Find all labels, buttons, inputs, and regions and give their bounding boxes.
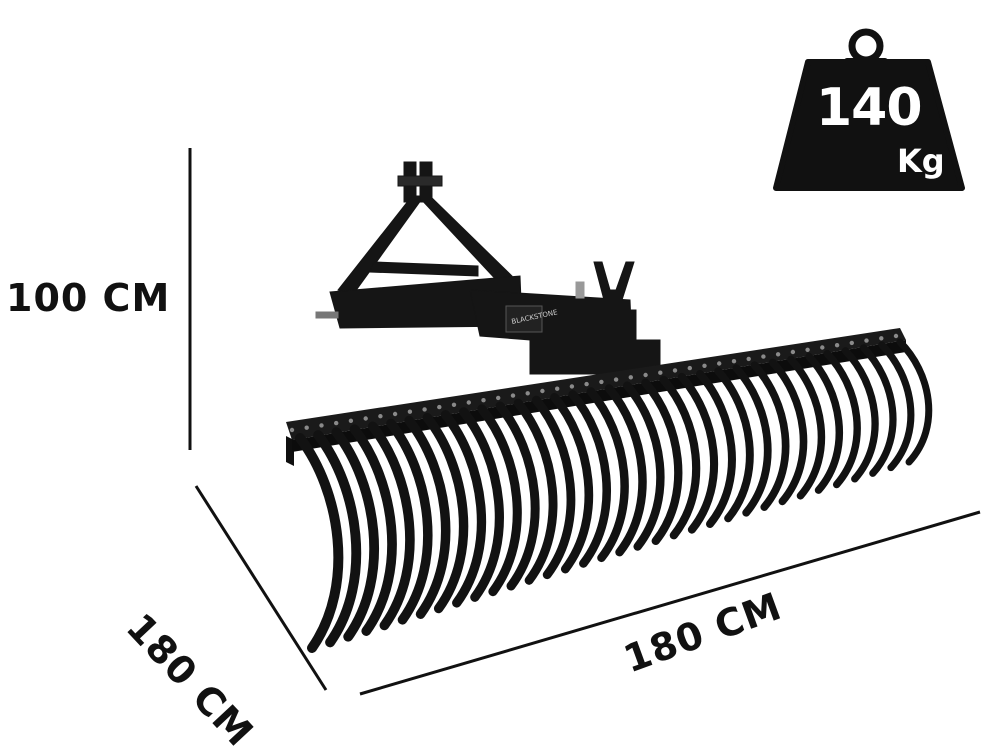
rake-tine (586, 387, 629, 563)
rake-tine (768, 358, 808, 506)
toolbar-bolt (746, 356, 751, 362)
toolbar-bolt (466, 400, 471, 405)
rake-tine (495, 401, 540, 591)
toolbar-bolt (422, 407, 427, 412)
toolbar-bolt (334, 420, 339, 426)
toolbar-bolt (407, 409, 413, 414)
rake-tine (823, 349, 861, 489)
toolbar-bolt (687, 365, 692, 371)
rake-tines (295, 338, 933, 653)
hitch-frame (315, 161, 661, 375)
weight-icon (773, 28, 965, 191)
toolbar-bolt (392, 411, 398, 417)
toolbar-bolt (893, 333, 899, 339)
toolbar-bolt (540, 388, 545, 394)
toolbar-bolt (879, 336, 884, 341)
rake-tine (349, 424, 397, 636)
rake-tine (386, 418, 433, 625)
rake-tine (860, 344, 897, 477)
depth-dimension-line (194, 485, 328, 691)
toolbar-bolt (864, 338, 869, 343)
rake-tine (677, 372, 719, 534)
toolbar-bolt (319, 423, 324, 428)
toolbar-bolt (761, 354, 766, 359)
toolbar-bolt (775, 352, 781, 357)
toolbar-bolt (481, 398, 486, 403)
toolbar-bolt (584, 381, 589, 387)
toolbar-bolt (672, 368, 678, 373)
toolbar-bolt (510, 393, 516, 398)
rake-tine (531, 395, 576, 580)
toolbar-bolt (363, 416, 368, 421)
rake-tine (623, 381, 665, 551)
rake-tine (641, 378, 683, 546)
rake-tine (714, 367, 754, 523)
toolbar-bolt (569, 384, 575, 389)
rake-tine (659, 375, 701, 540)
rake-tine (696, 370, 736, 528)
rake-tine (878, 341, 915, 472)
rake-tine (550, 392, 594, 574)
rake-tine (367, 421, 415, 631)
toolbar-bolt (790, 349, 796, 355)
toolbar-bolt (289, 427, 295, 433)
rake-tine (841, 347, 879, 483)
toolbar-bolt (451, 402, 457, 407)
rake-tine (896, 338, 933, 466)
height-dimension-label: 100 CM (6, 276, 171, 320)
rake-tine (568, 390, 611, 568)
rake-tine (331, 427, 379, 642)
toolbar-bolt (643, 372, 648, 378)
toolbar-bolt (599, 379, 604, 385)
toolbar-bolt (820, 345, 825, 350)
toolbar-bolts (289, 333, 899, 433)
toolbar-bolt (348, 418, 354, 423)
rake-tine (477, 404, 522, 597)
toolbar-bolt (378, 414, 383, 419)
rake-tine (313, 430, 362, 648)
rake-tine (732, 364, 772, 517)
toolbar-bolt (496, 395, 501, 401)
width-dimension-line (359, 510, 981, 696)
toolbar-bolt (304, 425, 309, 430)
rake-tine (404, 415, 451, 619)
weight-value: 140 (816, 78, 923, 138)
rake-tine (295, 433, 344, 653)
toolbar-bolt (731, 359, 737, 364)
toolbar-bolt (702, 363, 707, 368)
toolbar-bolt (717, 361, 722, 366)
toolbar-bolt (849, 340, 854, 346)
rake-tine (787, 355, 826, 500)
rake-tine (604, 384, 647, 557)
toolbar-bolt (525, 391, 530, 396)
toolbar-bolt (628, 375, 633, 380)
weight-unit: Kg (897, 142, 945, 180)
rake-tine (440, 410, 487, 608)
toolbar-bolt (834, 343, 840, 348)
toolbar-bolt (658, 370, 663, 375)
toolbar-bolt (613, 377, 619, 382)
toolbar-bolt (437, 404, 442, 410)
toolbar-bolt (805, 347, 810, 352)
rake-tine (513, 398, 558, 585)
rake-tine (459, 407, 504, 602)
rake-tine (750, 361, 790, 511)
toolbar-bolt (555, 386, 560, 391)
rake-tine (805, 352, 843, 494)
rake-tine (422, 412, 469, 614)
